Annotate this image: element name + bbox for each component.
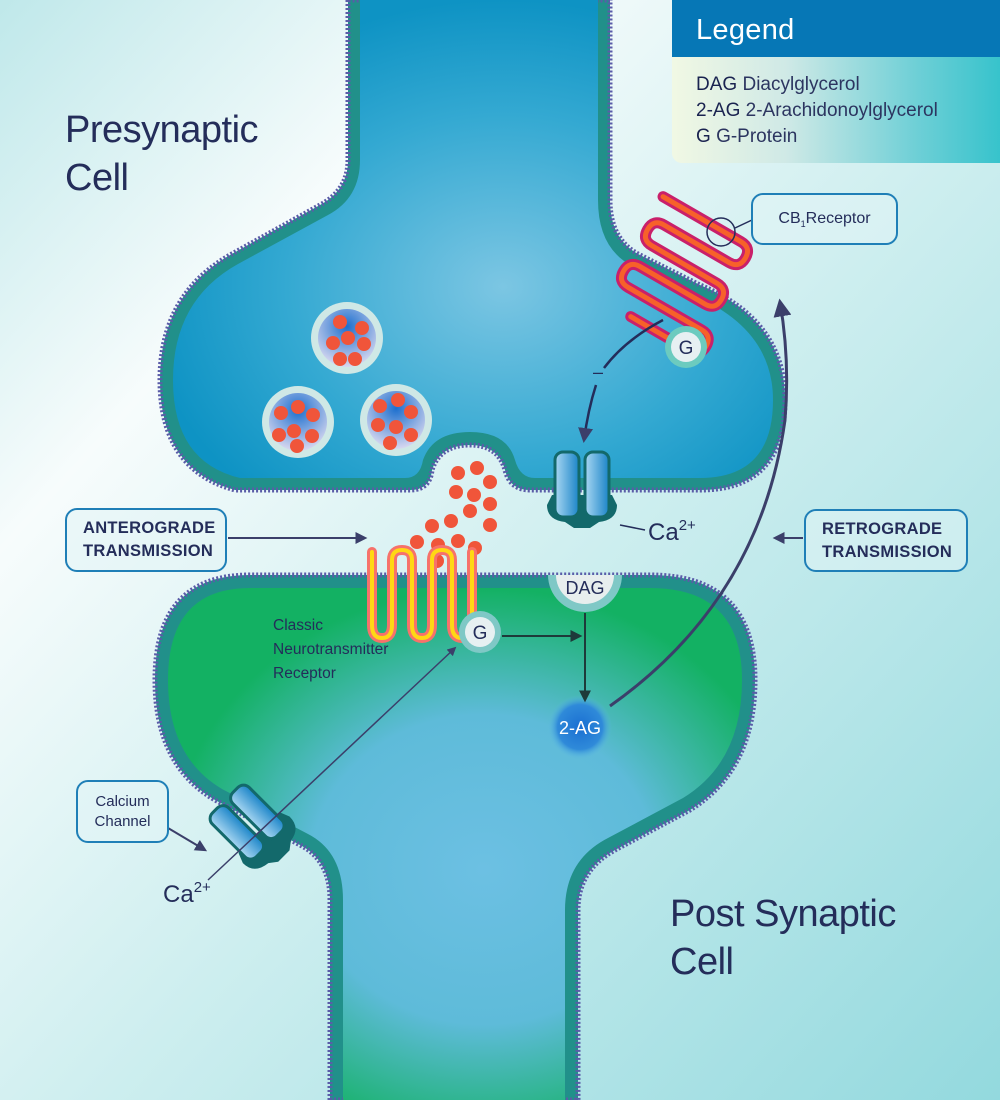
vesicle [262,386,334,458]
ca-charge: 2+ [194,879,211,896]
calcium-channel-callout-arrow [167,827,208,852]
svg-text:Ca2+: Ca2+ [648,517,696,546]
legend-abbr: 2-AG [696,100,741,121]
legend-panel: Legend DAG Diacylglycerol 2-AG 2-Arachid… [672,0,1000,163]
legend-entry: DAG Diacylglycerol [696,72,1000,98]
cb1-inhibition-arrow-lower [578,384,598,443]
legend-heading: Legend [672,0,1000,57]
presynaptic-cell-title: Presynaptic Cell [65,106,259,202]
g-protein-label: G [679,338,694,359]
g-protein-label: G [473,623,488,644]
retrograde-transmission-callout: RETROGRADE TRANSMISSION [804,509,968,572]
legend-entry: 2-AG 2-Arachidonoylglycerol [696,98,1000,124]
legend-entries: DAG Diacylglycerol 2-AG 2-Arachidonoylgl… [672,57,1000,150]
cb1-label-subscript: 1 [800,219,806,230]
cb1-label-main: CB [778,210,801,227]
callout-line: TRANSMISSION [822,543,953,561]
synaptic-vesicles [262,302,432,458]
classic-receptor-label: Classic Neurotransmitter Receptor [273,617,388,682]
calcium-channel-callout: Calcium Channel [76,780,169,843]
cb1-inhibition-arrow-upper [603,318,664,369]
dag-molecule: DAG [548,575,622,612]
cb1-callout-leader [734,219,753,229]
presynaptic-calcium-channel [547,450,617,528]
legend-entry: G G-Protein [696,124,1000,150]
cb1-label-rest: Receptor [805,210,871,227]
ca-leader-line [619,524,646,531]
callout-line: TRANSMISSION [83,542,214,560]
callout-line: RETROGRADE [822,520,943,538]
callout-line: Channel [94,813,151,830]
legend-abbr: G [696,126,711,147]
g-protein-presynaptic: G [665,326,707,368]
inhibition-sign: – [593,362,603,382]
postsynaptic-title-line: Post Synaptic [670,893,896,935]
ca-to-g-protein-arrow [207,646,457,881]
classic-receptor-label-line: Classic [273,617,323,634]
ca-ion-presynaptic: Ca2+ [648,517,696,546]
cb1-receptor [615,191,754,359]
legend-definition: 2-Arachidonoylglycerol [745,100,938,121]
postsynaptic-cell-title: Post Synaptic Cell [670,890,896,986]
ca-symbol: Ca [648,519,679,546]
legend-abbr: DAG [696,74,738,95]
legend-definition: Diacylglycerol [742,74,860,95]
presynaptic-title-line: Presynaptic [65,109,259,151]
anterograde-transmission-callout: ANTEROGRADE TRANSMISSION [65,508,227,572]
postsynaptic-calcium-channel [208,783,296,869]
vesicle [360,384,432,456]
svg-text:Ca2+: Ca2+ [163,879,211,908]
retrograde-arrow [609,298,792,708]
postsynaptic-title-line: Cell [670,941,734,983]
legend-definition: G-Protein [716,126,798,147]
dag-label: DAG [565,578,604,598]
presynaptic-title-line: Cell [65,157,129,199]
classic-neurotransmitter-receptor [367,545,477,643]
ca-ion-postsynaptic: Ca2+ [163,879,211,908]
ca-symbol: Ca [163,881,194,908]
two-ag-label: 2-AG [559,718,601,738]
two-ag-molecule: 2-AG [548,695,612,759]
g-protein-postsynaptic: G [459,611,501,653]
cb1-highlight-circle [706,217,736,247]
classic-receptor-label-line: Receptor [273,665,336,682]
ca-charge: 2+ [679,517,696,534]
callout-line: ANTEROGRADE [83,519,216,537]
signal-arrows: – [167,298,803,881]
classic-receptor-label-line: Neurotransmitter [273,641,388,658]
callout-line: Calcium [95,793,150,810]
cb1-receptor-callout: CB1Receptor [751,193,898,245]
vesicle [311,302,383,374]
